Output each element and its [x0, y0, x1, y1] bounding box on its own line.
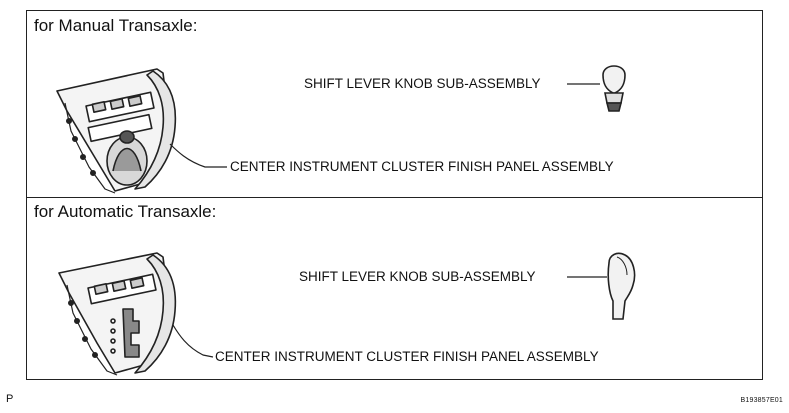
manual-panel-title: for Manual Transaxle:	[34, 16, 198, 35]
automatic-finish-panel-drawing	[58, 252, 177, 376]
automatic-transaxle-panel: for Automatic Transaxle:	[27, 197, 762, 379]
manual-illustration	[56, 65, 626, 194]
automatic-panel-label: CENTER INSTRUMENT CLUSTER FINISH PANEL A…	[215, 349, 599, 364]
manual-shift-knob-drawing	[602, 65, 626, 112]
automatic-shift-knob-drawing	[607, 252, 636, 320]
page-letter: P	[6, 393, 14, 405]
manual-knob-label: SHIFT LEVER KNOB SUB-ASSEMBLY	[304, 76, 541, 91]
manual-panel-label: CENTER INSTRUMENT CLUSTER FINISH PANEL A…	[230, 159, 614, 174]
figure-code: B193857E01	[740, 397, 783, 404]
automatic-panel-title: for Automatic Transaxle:	[34, 202, 217, 221]
diagram-frame: for Manual Transaxle:	[26, 10, 763, 380]
manual-finish-panel-drawing	[56, 68, 177, 194]
manual-panel-leader	[169, 143, 227, 168]
automatic-knob-label: SHIFT LEVER KNOB SUB-ASSEMBLY	[299, 269, 536, 284]
automatic-panel-leader	[172, 324, 214, 358]
automatic-illustration	[58, 252, 636, 376]
manual-transaxle-panel: for Manual Transaxle:	[27, 11, 762, 198]
